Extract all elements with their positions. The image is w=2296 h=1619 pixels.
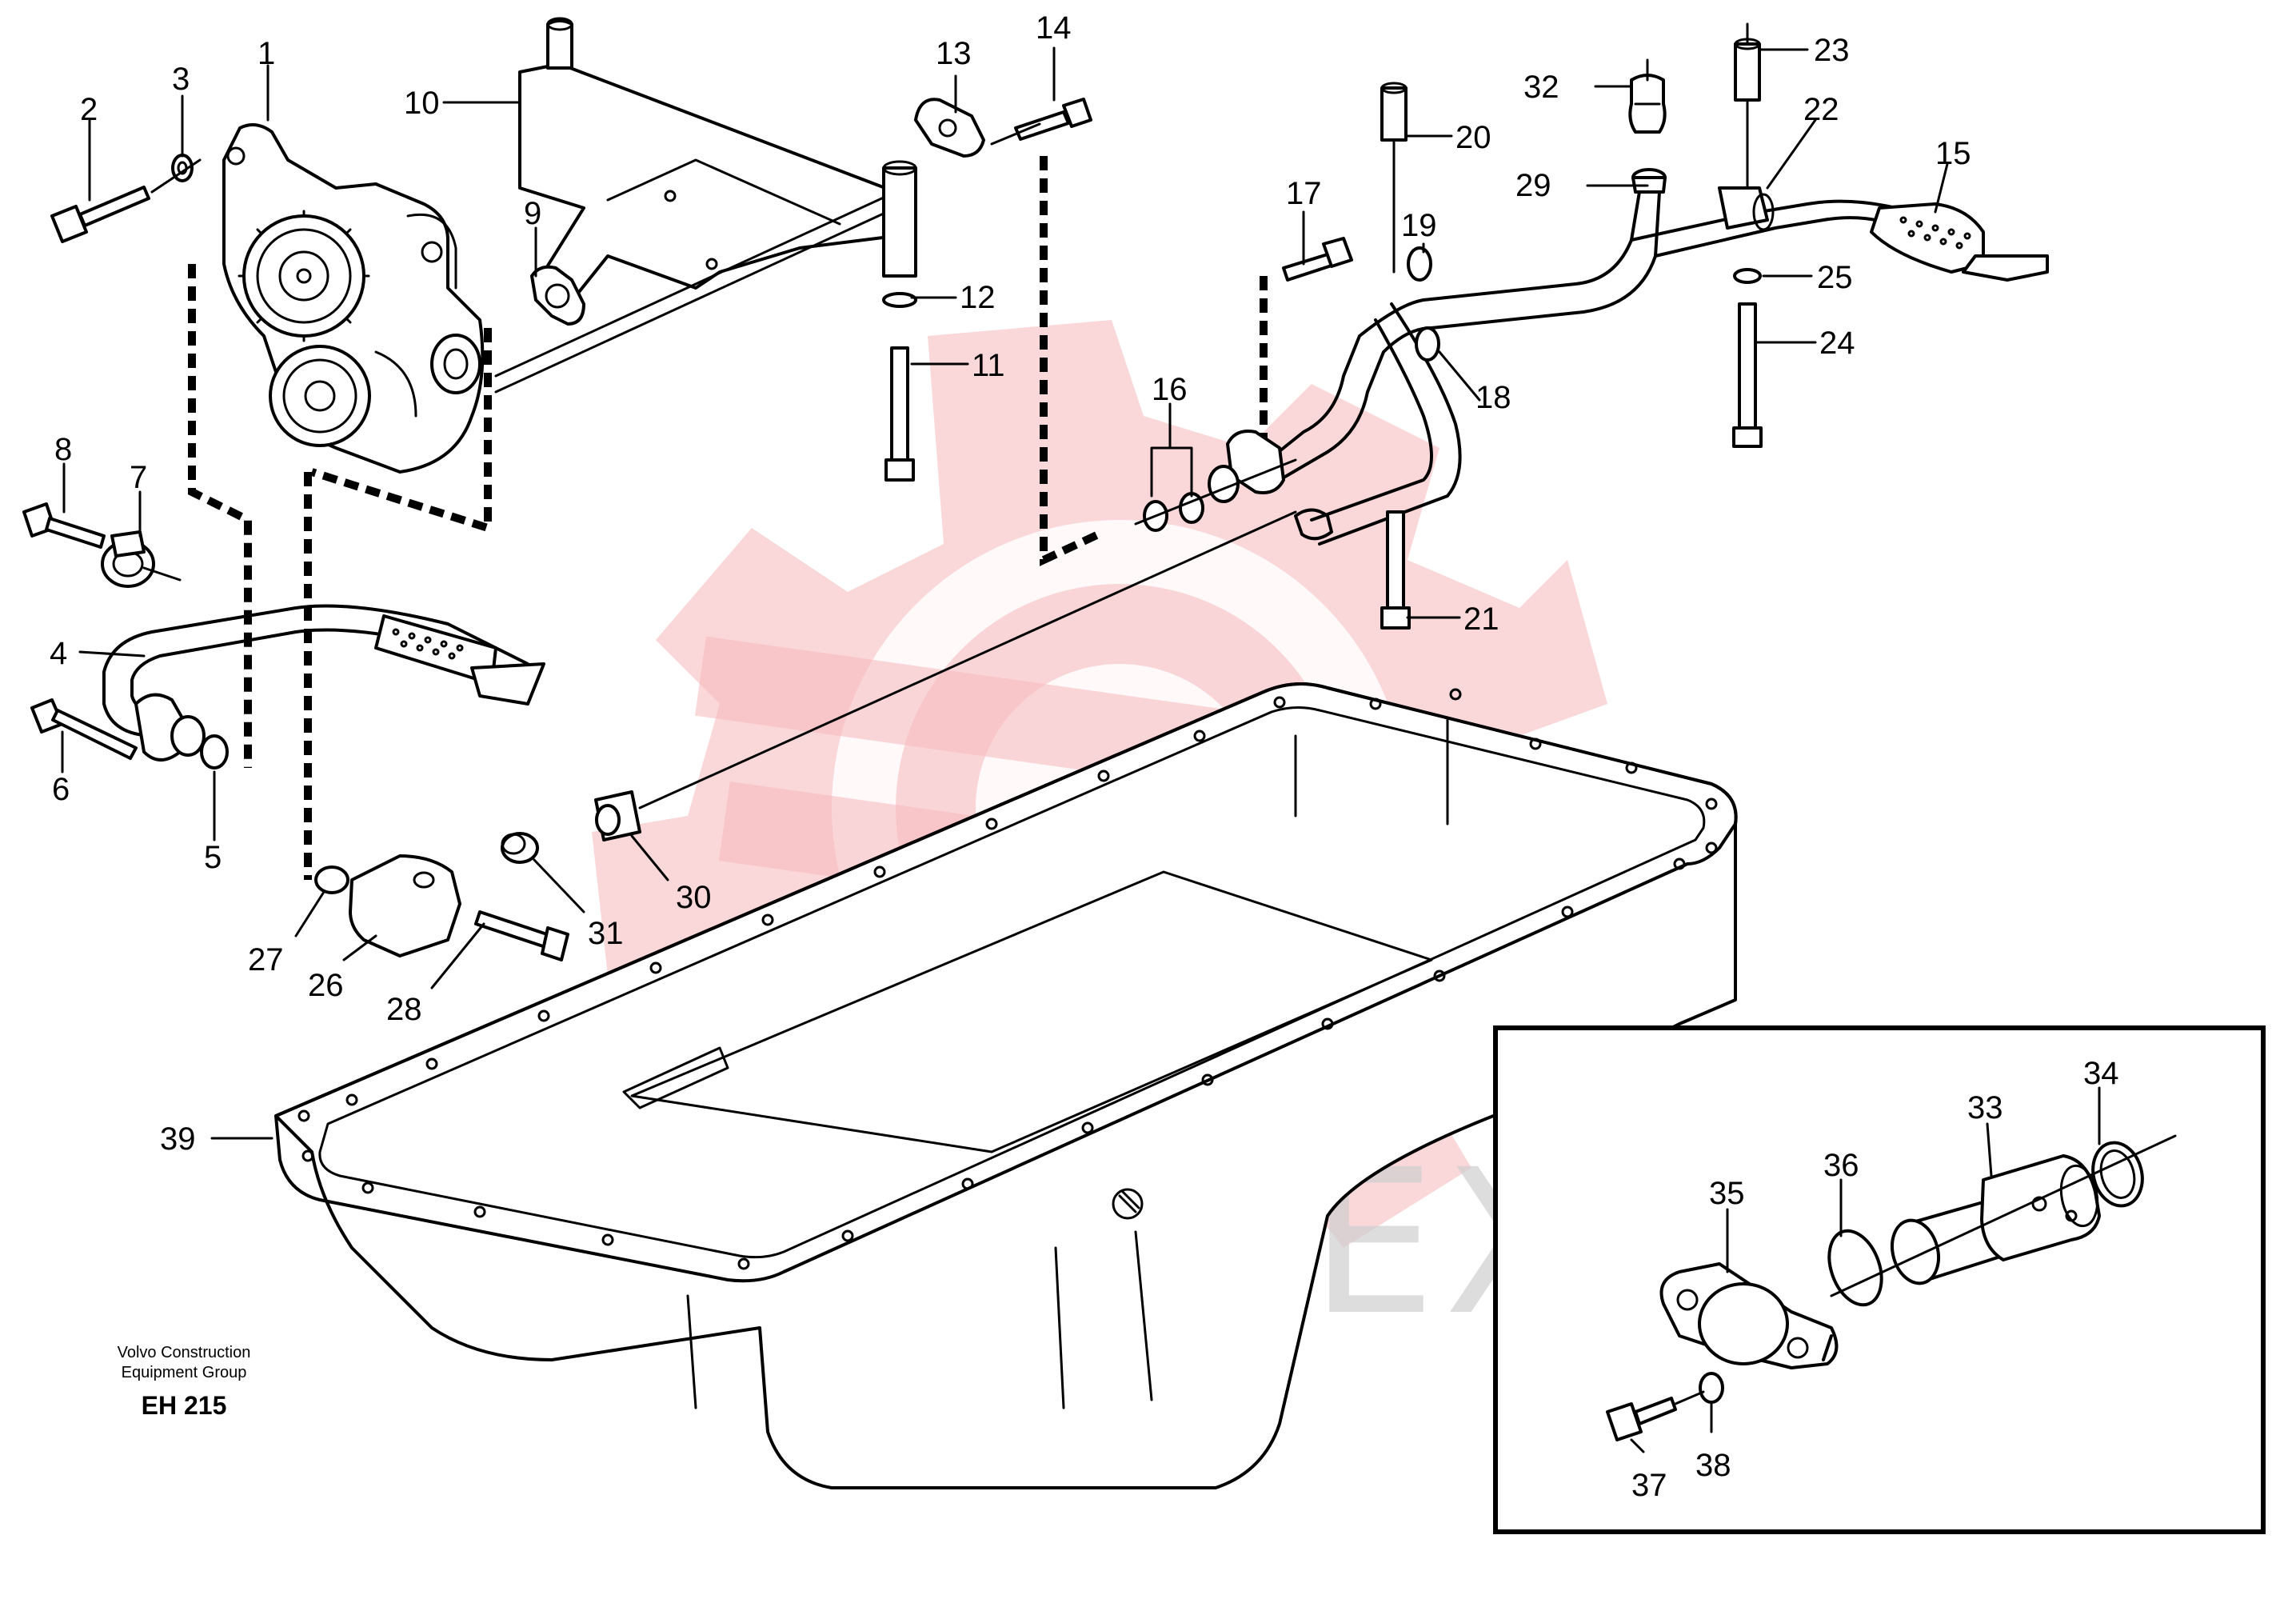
credit-block: Volvo Construction Equipment Group EH 21… <box>118 1344 251 1420</box>
spacer-12 <box>882 160 917 308</box>
callout-13: 13 <box>936 36 972 71</box>
bolt-28 <box>474 910 569 961</box>
return-pipe <box>1262 168 1913 546</box>
callout-10: 10 <box>404 86 440 121</box>
callout-39: 39 <box>160 1121 196 1157</box>
housing-26 <box>349 854 461 957</box>
callout-17: 17 <box>1286 176 1322 211</box>
callout-6: 6 <box>52 772 70 807</box>
callout-27: 27 <box>248 942 284 977</box>
callout-8: 8 <box>54 432 72 467</box>
union-32 <box>1628 74 1667 134</box>
oil-pump <box>222 123 485 474</box>
clamp-18 <box>1415 326 1440 362</box>
bolt-8 <box>22 502 106 549</box>
leader-lines <box>61 46 2101 1453</box>
bolt-6 <box>30 698 138 760</box>
callout-12: 12 <box>960 280 996 315</box>
bolt-21 <box>1380 510 1411 630</box>
clamp-7 <box>101 530 155 588</box>
o-ring-27 <box>314 865 349 894</box>
callout-38: 38 <box>1695 1448 1731 1483</box>
callout-29: 29 <box>1515 168 1551 203</box>
detail-inset <box>1493 1025 2266 1534</box>
o-ring-34 <box>2091 1141 2144 1208</box>
spacer-23 <box>1734 38 1761 102</box>
callout-30: 30 <box>676 880 712 915</box>
clamp-22 <box>1718 186 1775 231</box>
callout-25: 25 <box>1817 260 1853 295</box>
callout-31: 31 <box>588 916 624 951</box>
callout-15: 15 <box>1935 136 1971 171</box>
callouts: 1 2 3 4 5 6 7 8 9 10 11 12 13 14 15 16 1… <box>50 10 2119 1503</box>
callout-4: 4 <box>50 636 67 671</box>
callout-37: 37 <box>1631 1468 1667 1503</box>
oil-pan <box>274 682 1738 1489</box>
credit-line-2: Equipment Group <box>122 1364 247 1381</box>
callout-18: 18 <box>1475 380 1511 415</box>
dashed-line-right <box>310 328 492 534</box>
callout-1: 1 <box>258 36 275 71</box>
callout-7: 7 <box>130 460 147 495</box>
suction-pipe-4 <box>102 604 545 762</box>
callout-33: 33 <box>1967 1090 2003 1125</box>
callout-28: 28 <box>386 992 422 1027</box>
callout-5: 5 <box>204 840 222 875</box>
callout-24: 24 <box>1819 326 1855 361</box>
strainer-15 <box>1870 202 2049 282</box>
washer-25 <box>1733 268 1762 284</box>
callout-3: 3 <box>172 62 190 97</box>
o-ring-5 <box>200 734 229 770</box>
drawing-code: EH 215 <box>142 1391 227 1420</box>
callout-23: 23 <box>1814 33 1850 68</box>
clamp-19 <box>1407 246 1432 282</box>
callout-32: 32 <box>1523 70 1559 105</box>
plug-31 <box>501 832 539 864</box>
bolt-17 <box>1282 237 1353 282</box>
callout-16: 16 <box>1152 372 1188 407</box>
callout-11: 11 <box>972 348 1005 383</box>
callout-21: 21 <box>1463 602 1499 637</box>
callout-14: 14 <box>1036 10 1072 46</box>
callout-36: 36 <box>1823 1148 1859 1183</box>
flange-13 <box>914 98 985 158</box>
dashed-line-bracket <box>1040 156 1106 566</box>
callout-35: 35 <box>1709 1176 1745 1211</box>
plug-30 <box>594 790 641 841</box>
callout-2: 2 <box>80 92 98 127</box>
bolt-24 <box>1732 302 1763 448</box>
callout-20: 20 <box>1455 120 1491 155</box>
bolt-11 <box>884 346 915 482</box>
bolt-2 <box>50 186 150 243</box>
callout-22: 22 <box>1803 92 1839 127</box>
bracket-10 <box>518 17 897 298</box>
callout-26: 26 <box>308 968 344 1003</box>
o-ring-36 <box>1827 1229 1883 1307</box>
callout-19: 19 <box>1401 208 1437 243</box>
credit-line-1: Volvo Construction <box>118 1344 251 1361</box>
bolt-14 <box>1014 98 1092 141</box>
spacer-20 <box>1380 82 1408 142</box>
callout-34: 34 <box>2083 1056 2119 1091</box>
dashed-line-pump-left <box>188 264 252 768</box>
callout-9: 9 <box>524 196 541 231</box>
flange-9 <box>530 265 585 326</box>
